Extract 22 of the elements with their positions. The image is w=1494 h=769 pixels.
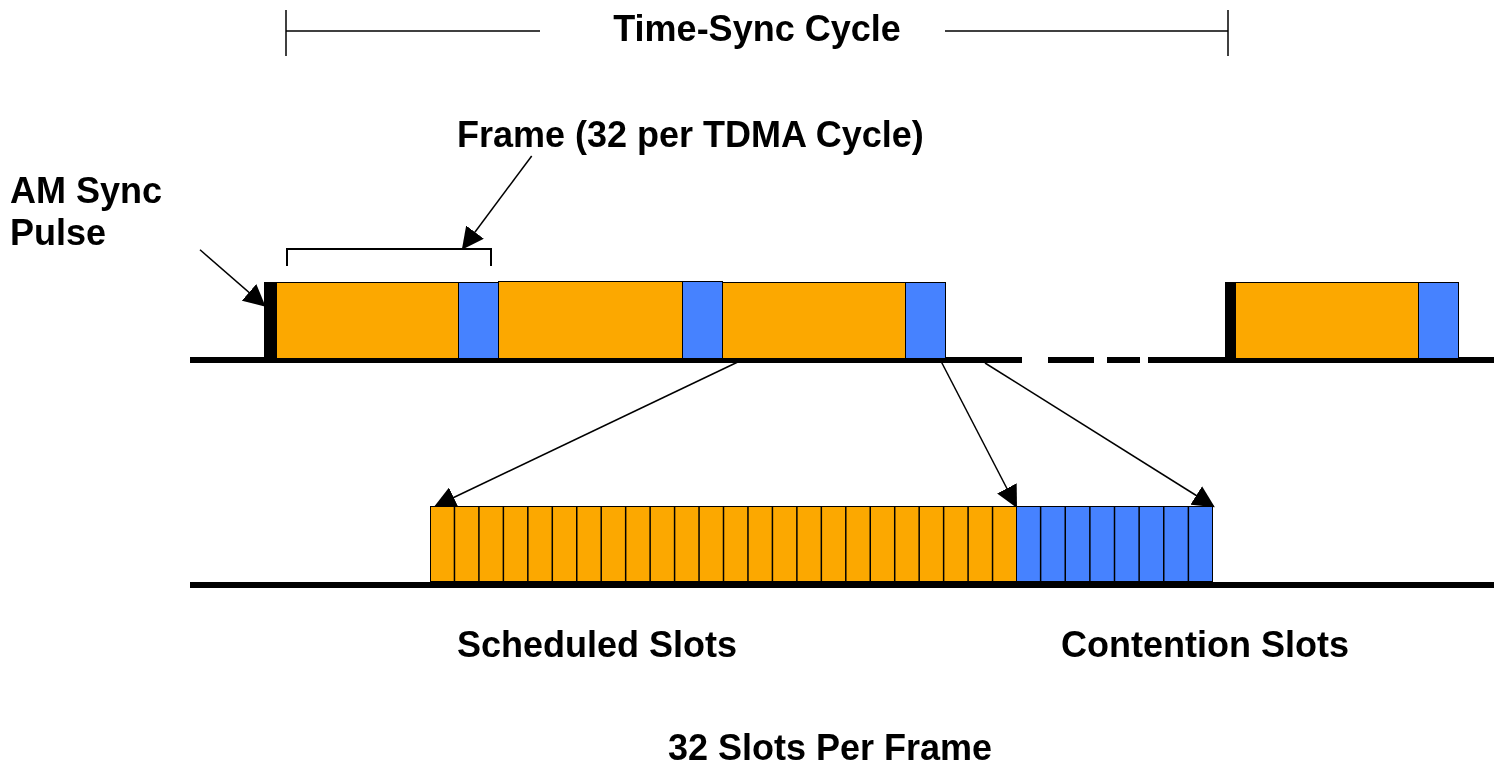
- sync-pulse-bar: [264, 282, 276, 360]
- sync-pulse-bar: [1225, 282, 1236, 360]
- data-period-block: [722, 282, 906, 359]
- arrow: [199, 249, 266, 307]
- arrow: [984, 362, 1215, 508]
- contention-period-block: [905, 282, 946, 359]
- dimension-label: Time-Sync Cycle: [613, 8, 901, 50]
- contention-period-block: [1418, 282, 1459, 359]
- caption-text: 32 Slots Per Frame: [667, 727, 993, 769]
- contention-period-block: [458, 282, 499, 359]
- data-period-block: [498, 281, 683, 359]
- frame-label: Frame (32 per TDMA Cycle): [457, 114, 924, 156]
- slot-row: [1016, 506, 1213, 582]
- sync-pulse-label: AM Sync Pulse: [10, 170, 200, 254]
- frame-bracket: [286, 248, 492, 266]
- data-period-block: [1235, 282, 1419, 359]
- slot-group-label: Scheduled Slots: [456, 624, 738, 666]
- slot-group-label: Contention Slots: [1061, 624, 1349, 666]
- data-period-block: [276, 282, 459, 359]
- arrow: [461, 155, 533, 250]
- slot-row: [430, 506, 1017, 582]
- contention-period-block: [682, 281, 723, 359]
